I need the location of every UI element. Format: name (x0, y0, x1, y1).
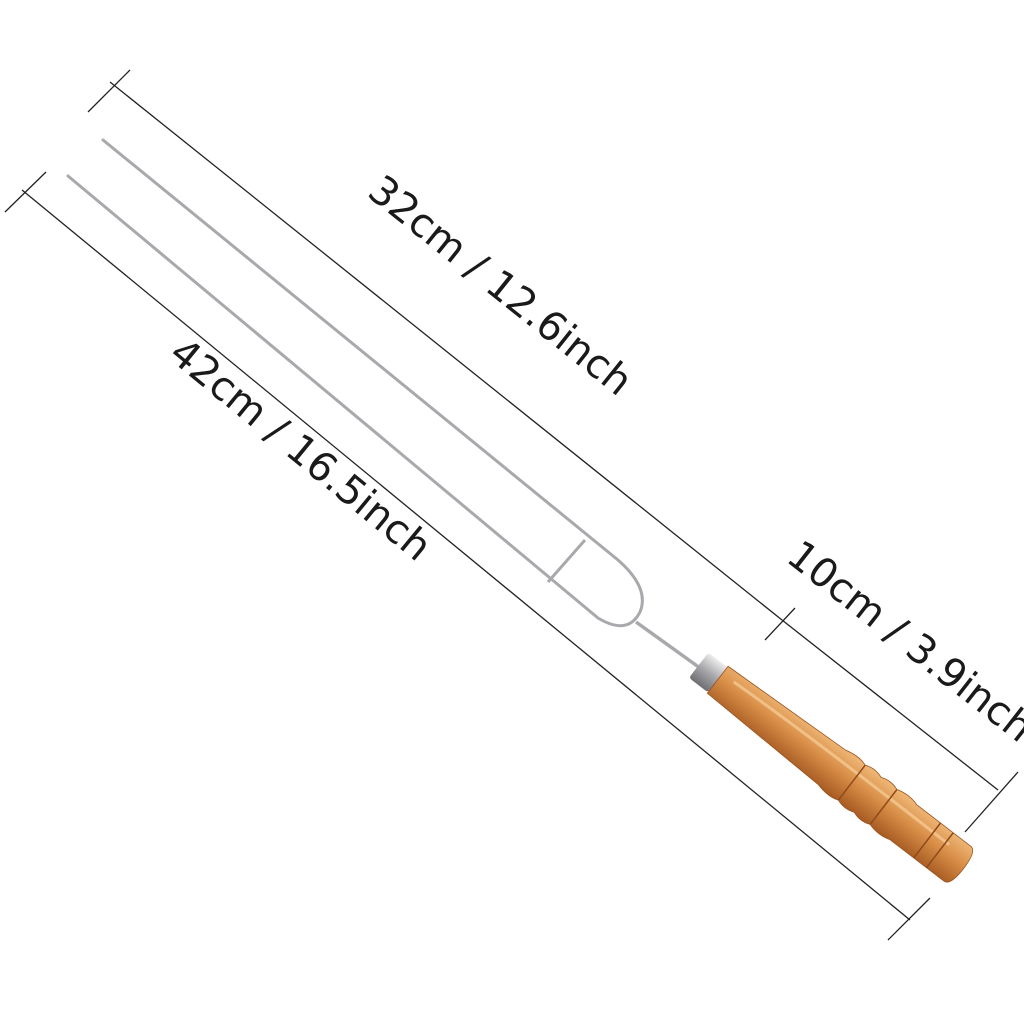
handle-wood (706, 665, 974, 883)
prong-length-label: 32cm / 12.6inch (359, 167, 640, 405)
fork-shaft (634, 620, 702, 670)
fork-handle (690, 653, 974, 883)
handle-length-label: 10cm / 3.9inch (778, 532, 1024, 752)
handle-ferrule (690, 653, 727, 692)
dimension-line-handle (781, 619, 1019, 833)
dimension-line-total (4, 171, 931, 941)
roasting-fork (66, 138, 974, 883)
fork-tines (66, 138, 644, 628)
dimension-line-prong (87, 69, 796, 641)
fork-crossbar (546, 539, 587, 583)
